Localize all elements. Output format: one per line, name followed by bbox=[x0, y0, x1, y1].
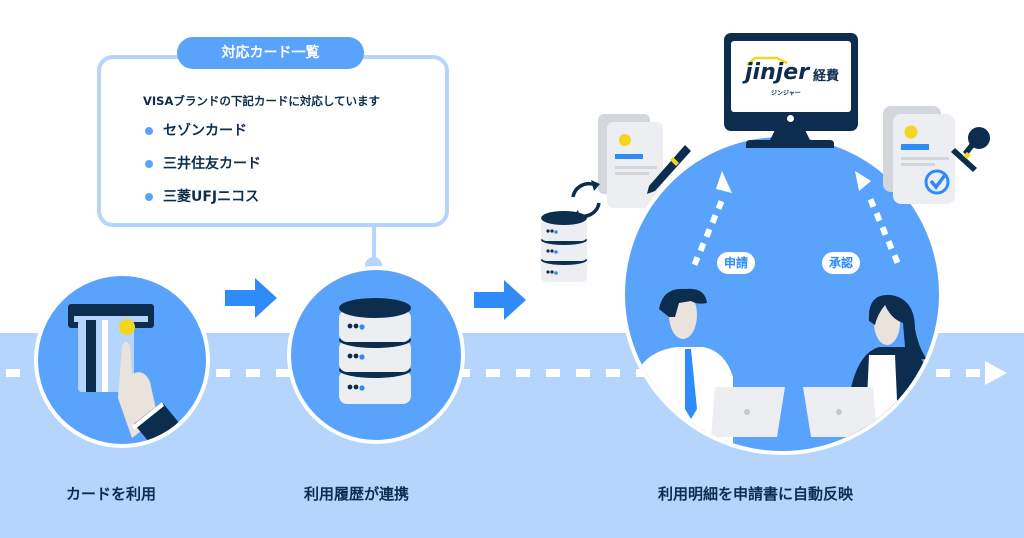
app-logo: jinjer 経費 ジンジャー bbox=[731, 41, 851, 112]
stamp-icon bbox=[951, 127, 990, 172]
step-1-label: カードを利用 bbox=[66, 485, 157, 503]
step-1-circle bbox=[34, 272, 210, 448]
timeline-dash bbox=[546, 369, 560, 377]
logo-kana: ジンジャー bbox=[771, 90, 801, 97]
timeline-dash bbox=[276, 369, 290, 377]
timeline-dash bbox=[966, 369, 980, 377]
card-item-mufg-nicos: 三菱UFJニコス bbox=[145, 186, 261, 219]
logo-suffix: 経費 bbox=[813, 69, 840, 84]
step-2-label: 利用履歴が連携 bbox=[304, 485, 410, 503]
bullet-icon bbox=[145, 127, 153, 135]
flow-arrow-1-icon bbox=[225, 278, 277, 318]
timeline-dash bbox=[216, 369, 230, 377]
callout-connector bbox=[372, 227, 376, 263]
step-3-label: 利用明細を申請書に自動反映 bbox=[658, 485, 854, 503]
logo-roof-icon bbox=[746, 56, 788, 66]
apply-label: 申請 bbox=[717, 252, 756, 274]
approved-document-illustration bbox=[883, 106, 990, 204]
bullet-icon bbox=[145, 193, 153, 201]
small-database-icon bbox=[541, 211, 587, 282]
supported-cards-list: セゾンカード 三井住友カード 三菱UFJニコス bbox=[145, 120, 261, 219]
supported-cards-intro: VISAブランドの下記カードに対応しています bbox=[143, 94, 381, 108]
timeline-dash bbox=[6, 369, 20, 377]
bullet-icon bbox=[145, 160, 153, 168]
monitor-power-dot bbox=[787, 115, 794, 122]
sync-illustration bbox=[541, 114, 691, 282]
timeline-dash bbox=[936, 369, 950, 377]
logo-text: jinjer bbox=[745, 60, 810, 85]
monitor-icon: jinjer 経費 ジンジャー bbox=[724, 33, 858, 131]
timeline-dash bbox=[516, 369, 530, 377]
pen-icon bbox=[647, 145, 691, 194]
timeline-dash bbox=[246, 369, 260, 377]
timeline-dash bbox=[486, 369, 500, 377]
card-item-saison: セゾンカード bbox=[145, 120, 261, 153]
approve-label: 承認 bbox=[822, 252, 861, 274]
step-2-circle bbox=[287, 266, 465, 444]
check-circle-icon bbox=[924, 169, 950, 195]
supported-cards-title: 対応カード一覧 bbox=[177, 37, 364, 69]
timeline-dash bbox=[606, 369, 620, 377]
monitor-stand-icon bbox=[746, 128, 834, 148]
card-reader-hand-icon bbox=[68, 304, 180, 444]
card-item-smbc: 三井住友カード bbox=[145, 153, 261, 186]
timeline-dash bbox=[576, 369, 590, 377]
flow-arrow-2-icon bbox=[474, 280, 526, 320]
database-icon bbox=[339, 298, 411, 404]
timeline-end-arrow-icon bbox=[985, 361, 1007, 385]
supported-cards-panel bbox=[97, 55, 449, 227]
